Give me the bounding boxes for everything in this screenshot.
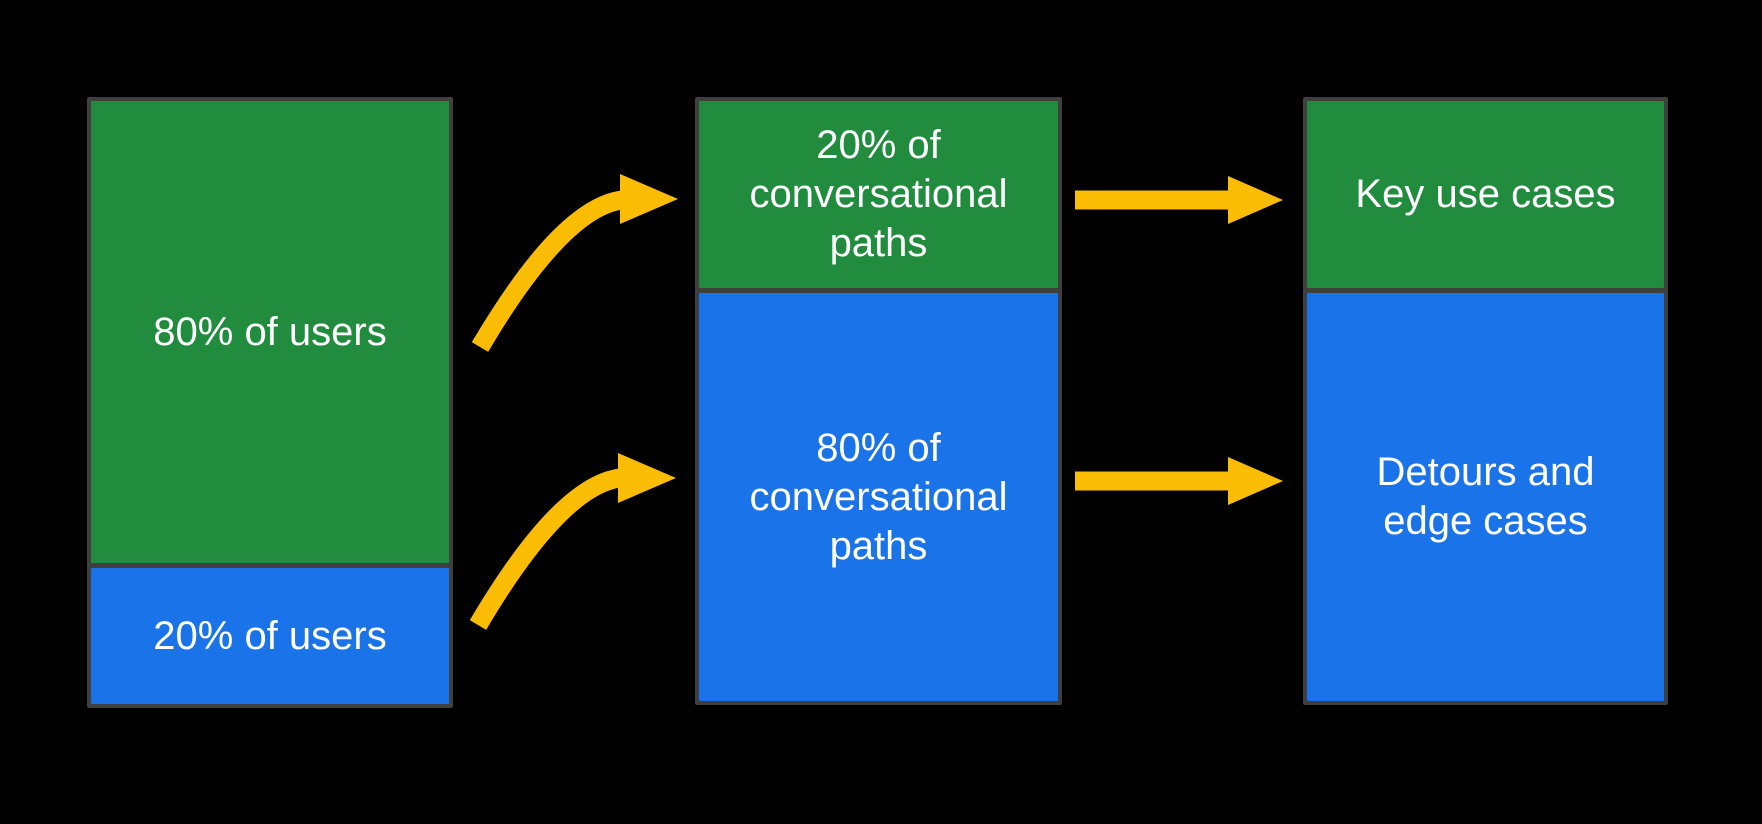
column-users: 80% of users 20% of users [87, 97, 453, 708]
curved-arrow-bottom-icon [469, 453, 676, 630]
segment-label-line: paths [829, 221, 928, 265]
segment-label-line: paths [829, 523, 928, 568]
segment-key-use-cases: Key use cases [1307, 101, 1664, 288]
segment-label-line: Detours and [1376, 450, 1595, 494]
segment-label-line: conversational [749, 172, 1008, 216]
segment-detours-edge-cases: Detours and edge cases [1307, 293, 1664, 701]
column-conversational-paths: 20% of conversational paths 80% of conve… [695, 97, 1062, 705]
segment-users-20: 20% of users [91, 568, 449, 704]
straight-arrow-bottom-icon [1075, 457, 1283, 505]
segment-users-80: 80% of users [91, 101, 449, 563]
segment-label-line: 80% of [816, 425, 941, 470]
segment-label-line: 20% of [816, 123, 941, 167]
segment-paths-20: 20% of conversational paths [699, 101, 1058, 288]
straight-arrow-top-icon [1075, 176, 1283, 224]
segment-label-line: conversational [749, 474, 1008, 519]
segment-label-line: Key use cases [1355, 172, 1616, 216]
column-outcomes: Key use cases Detours and edge cases [1303, 97, 1668, 705]
curved-arrow-top-icon [471, 174, 678, 352]
segment-label-line: 20% of users [153, 613, 387, 658]
segment-paths-80: 80% of conversational paths [699, 293, 1058, 701]
segment-label-line: edge cases [1383, 499, 1588, 543]
segment-label-line: 80% of users [153, 309, 387, 354]
